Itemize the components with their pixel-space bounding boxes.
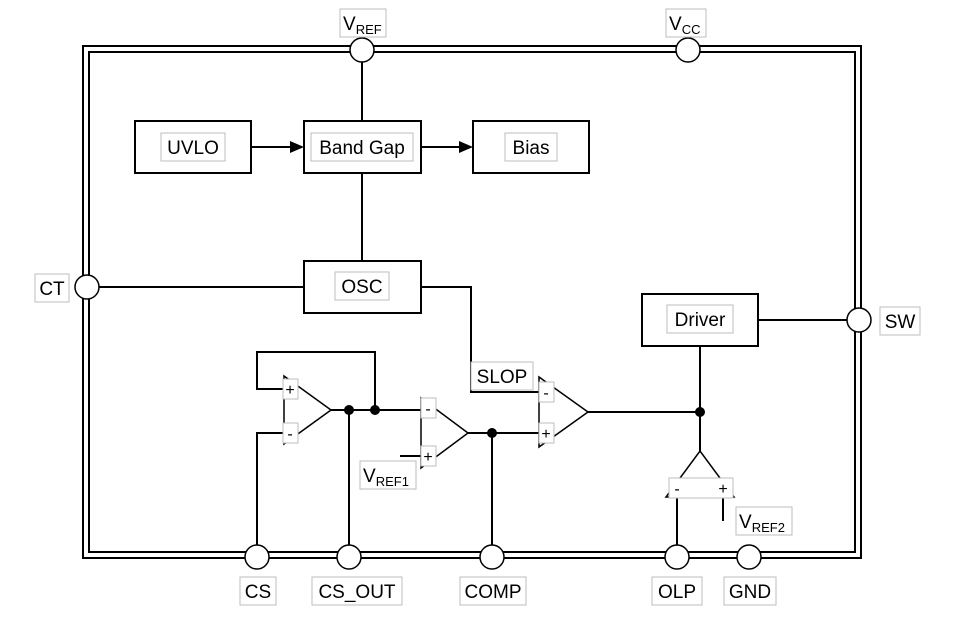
comp-pin-label: COMP [465, 582, 522, 603]
junction-dots [344, 405, 705, 438]
osc-label: OSC [341, 277, 382, 298]
arrowheads [290, 141, 473, 153]
sw-pin-label: SW [885, 312, 916, 333]
olp-minus-sign: - [674, 481, 679, 498]
cs-out-pin [336, 544, 362, 570]
vref-pin [349, 37, 375, 63]
driver-label: Driver [675, 310, 726, 331]
arrow-uvlo-to-bandgap [290, 141, 304, 153]
bias-block: Bias [472, 120, 590, 174]
bias-label: Bias [513, 138, 550, 159]
signal-labels: SLOP VREF1 VREF2 [359, 361, 793, 536]
uvlo-block: UVLO [134, 120, 252, 174]
vcc-pin-label: VCC [669, 14, 700, 37]
olp-pin-label: OLP [658, 582, 696, 603]
vref1-label: VREF1 [363, 466, 409, 489]
bandgap-label: Band Gap [319, 138, 405, 159]
comparator-minus-sign: - [543, 385, 548, 402]
chip-outline [82, 45, 862, 559]
error-amplifier: - + [420, 396, 470, 470]
pwm-comparator: - + [538, 375, 590, 449]
slop-label: SLOP [477, 367, 528, 388]
opamp1-plus-sign: + [285, 382, 294, 399]
gnd-pin [736, 544, 762, 570]
olp-plus-sign: + [718, 481, 727, 498]
pins [74, 37, 872, 570]
opamp1-minus-sign: - [287, 426, 292, 443]
current-sense-opamp: + - [282, 374, 333, 446]
olp-pin [664, 544, 690, 570]
cs-out-pin-label: CS_OUT [318, 582, 395, 603]
olp-comparator: - + [664, 449, 736, 499]
vref2-label: VREF2 [739, 512, 785, 535]
opamp2-plus-sign: + [423, 449, 432, 466]
wires [99, 60, 847, 546]
vcc-pin [675, 37, 701, 63]
sw-pin [846, 307, 872, 333]
pin-labels: VREF VCC CT SW CS CS_OUT COMP OLP GND [34, 8, 921, 606]
osc-block: OSC [303, 260, 422, 314]
uvlo-label: UVLO [167, 138, 219, 159]
gnd-pin-label: GND [729, 582, 771, 603]
comp-pin [479, 544, 505, 570]
ct-pin [74, 274, 100, 300]
comparator-plus-sign: + [541, 426, 550, 443]
bandgap-block: Band Gap [303, 120, 422, 174]
opamp2-minus-sign: - [425, 401, 430, 418]
cs-pin-label: CS [245, 582, 271, 603]
vref-pin-label: VREF [343, 14, 382, 37]
cs-pin [244, 544, 270, 570]
driver-block: Driver [641, 293, 759, 347]
ct-pin-label: CT [39, 279, 65, 300]
arrow-bandgap-to-bias [459, 141, 473, 153]
